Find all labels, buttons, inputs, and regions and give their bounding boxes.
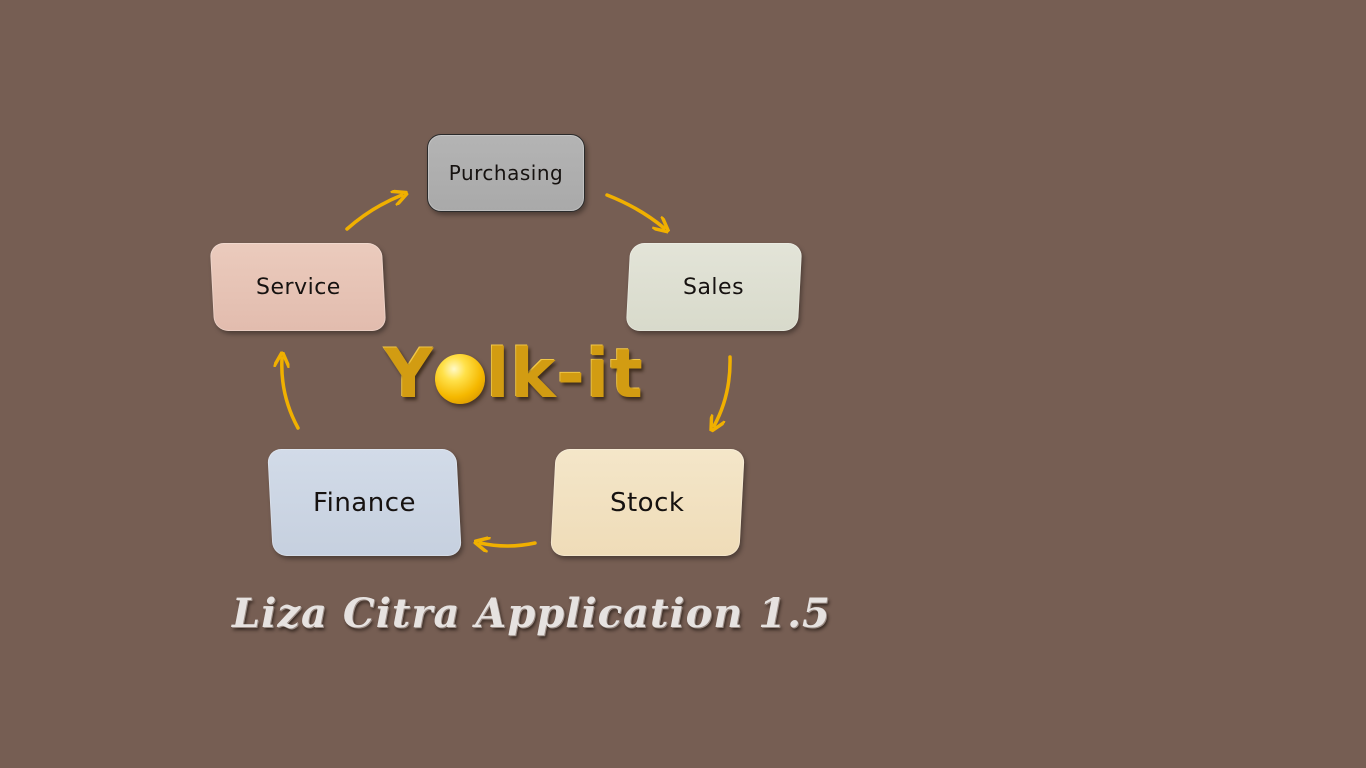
stock-label: Stock — [610, 487, 685, 518]
arrow-stock-to-finance — [480, 543, 537, 546]
yolk-it-logo: Y lk-it — [384, 334, 644, 414]
sales-node: Sales — [625, 243, 803, 331]
arrow-finance-to-service — [282, 358, 300, 430]
stock-node: Stock — [550, 449, 745, 556]
logo-prefix: Y — [384, 334, 435, 414]
service-label: Service — [255, 274, 341, 300]
finance-node: Finance — [267, 449, 462, 556]
arrow-service-to-purchasing — [345, 195, 402, 231]
arrow-purchasing-to-sales — [605, 193, 664, 228]
purchasing-label: Purchasing — [448, 161, 564, 185]
logo-suffix: lk-it — [486, 334, 644, 414]
finance-label: Finance — [313, 487, 416, 518]
app-tagline: Liza Citra Application 1.5 — [232, 590, 831, 637]
service-node: Service — [209, 243, 387, 331]
purchasing-node: Purchasing — [427, 134, 585, 212]
arrow-sales-to-stock — [714, 355, 732, 426]
egg-yolk-icon — [435, 354, 486, 404]
sales-label: Sales — [683, 274, 745, 300]
